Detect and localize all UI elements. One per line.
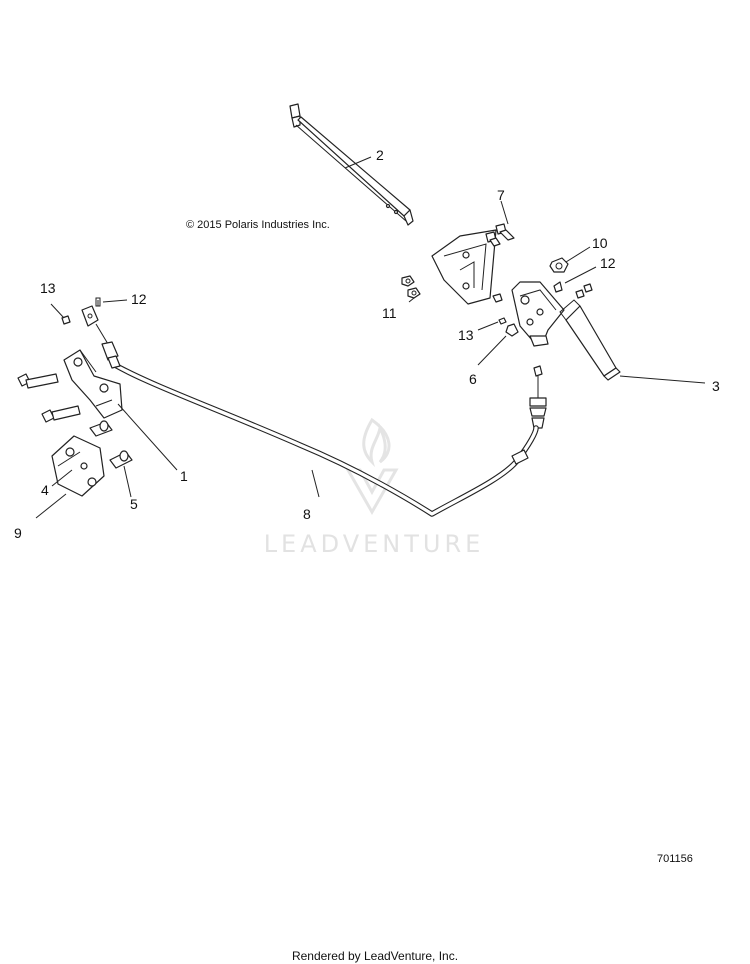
callout-10: 10 bbox=[592, 235, 608, 251]
callout-11: 11 bbox=[382, 305, 397, 321]
part-cotter-pin-left bbox=[95, 297, 101, 307]
callout-13-left: 13 bbox=[40, 280, 56, 296]
leadventure-flame-logo bbox=[345, 417, 399, 516]
part-cable-right-end bbox=[529, 365, 547, 429]
part-nut-10 bbox=[549, 257, 569, 273]
part-pedal-block bbox=[51, 435, 105, 497]
part-cable-left-end bbox=[81, 305, 121, 369]
part-bolt-8 bbox=[485, 223, 515, 247]
part-brake-cable bbox=[112, 362, 539, 517]
watermark-text: LEADVENTURE bbox=[264, 530, 485, 558]
callout-13-right: 13 bbox=[458, 327, 474, 343]
callout-7: 6 bbox=[469, 371, 477, 387]
part-pedal-bracket bbox=[63, 349, 123, 419]
part-upper-bracket bbox=[431, 229, 497, 305]
watermark: LEADVENTURE bbox=[264, 417, 485, 558]
part-spacer-5 bbox=[89, 420, 133, 469]
part-hand-brake-lever bbox=[511, 281, 621, 381]
callout-6: 8 bbox=[303, 506, 311, 522]
part-bolt-13-left bbox=[61, 315, 71, 325]
callouts: 2 7 10 12 11 13 6 3 13 12 1 8 4 5 9 bbox=[14, 147, 720, 541]
callout-12-left: 12 bbox=[131, 291, 147, 307]
part-bolt-lever-side bbox=[492, 283, 593, 337]
callout-1: 1 bbox=[180, 468, 188, 484]
part-bolt-left-lower bbox=[41, 405, 81, 423]
copyright-text: © 2015 Polaris Industries Inc. bbox=[186, 219, 330, 231]
footer-text: Rendered by LeadVenture, Inc. bbox=[292, 949, 458, 963]
part-rod bbox=[289, 103, 414, 226]
diagram-number: 701156 bbox=[657, 853, 693, 865]
callout-4: 4 bbox=[41, 482, 49, 498]
leader-lines bbox=[35, 156, 706, 519]
callout-2: 2 bbox=[376, 147, 384, 163]
callout-12-right: 12 bbox=[600, 255, 616, 271]
callout-9: 9 bbox=[14, 525, 22, 541]
callout-5: 5 bbox=[130, 496, 138, 512]
callout-8: 7 bbox=[497, 187, 505, 203]
callout-3: 3 bbox=[712, 378, 720, 394]
part-bolt-left-upper bbox=[17, 373, 59, 389]
part-nut-11 bbox=[401, 275, 421, 299]
